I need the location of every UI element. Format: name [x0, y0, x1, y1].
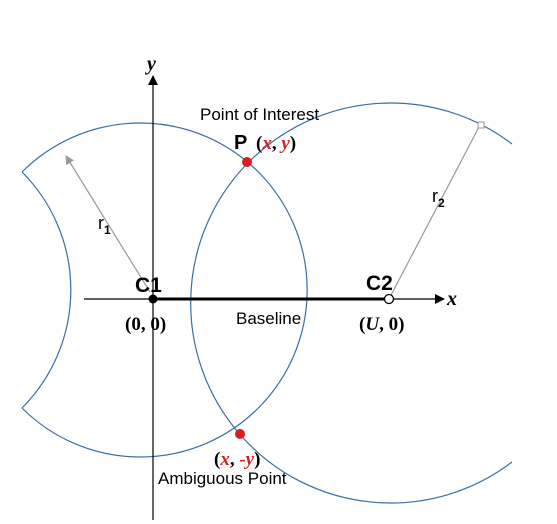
r2-endpoint-marker	[477, 121, 485, 129]
c2-u: U	[365, 314, 380, 335]
amb-comma: ,	[230, 449, 240, 470]
amb-y: -y	[239, 449, 254, 470]
r2-label: r2	[432, 186, 445, 210]
p-x: x	[261, 133, 272, 154]
p-open: (	[256, 133, 262, 154]
r1-letter: r	[98, 213, 104, 233]
circle-c1	[21, 171, 72, 409]
p-coordinates: (x, y)	[256, 133, 296, 154]
ambiguous-point-marker	[235, 429, 245, 439]
point-of-interest-caption: Point of Interest	[200, 105, 319, 124]
r1-label: r1	[98, 213, 111, 237]
c2-open: (	[359, 314, 365, 335]
c2-coordinates: (U, 0)	[359, 314, 404, 335]
ambiguous-point-caption: Ambiguous Point	[158, 469, 287, 488]
p-close: )	[290, 133, 296, 154]
amb-close: )	[254, 449, 260, 470]
y-axis-label: y	[145, 53, 156, 75]
r2-letter: r	[432, 186, 438, 206]
radius-r1-arrow	[65, 155, 151, 293]
r2-subscript: 2	[438, 196, 445, 210]
amb-x: x	[219, 449, 230, 470]
r1-subscript: 1	[104, 223, 111, 237]
radius-r2-arrow	[388, 126, 480, 300]
baseline-label: Baseline	[236, 309, 301, 328]
c1-label: C1	[135, 274, 162, 297]
c1-coordinates: (0, 0)	[125, 314, 166, 335]
p-comma: ,	[272, 133, 282, 154]
x-axis-label: x	[446, 288, 457, 310]
circle-c1-arc	[21, 122, 308, 458]
p-letter: P	[234, 132, 247, 154]
p-label: P	[234, 132, 247, 154]
point-of-interest-marker	[242, 157, 252, 167]
circle-c2-arc	[190, 102, 513, 504]
c1-point	[148, 294, 158, 304]
c2-point	[383, 293, 395, 305]
amb-open: (	[214, 449, 220, 470]
c2-label: C2	[366, 272, 393, 295]
p-y: y	[279, 133, 290, 154]
ambiguous-coordinates: (x, -y)	[214, 449, 260, 470]
c2-rest: , 0)	[379, 314, 404, 335]
